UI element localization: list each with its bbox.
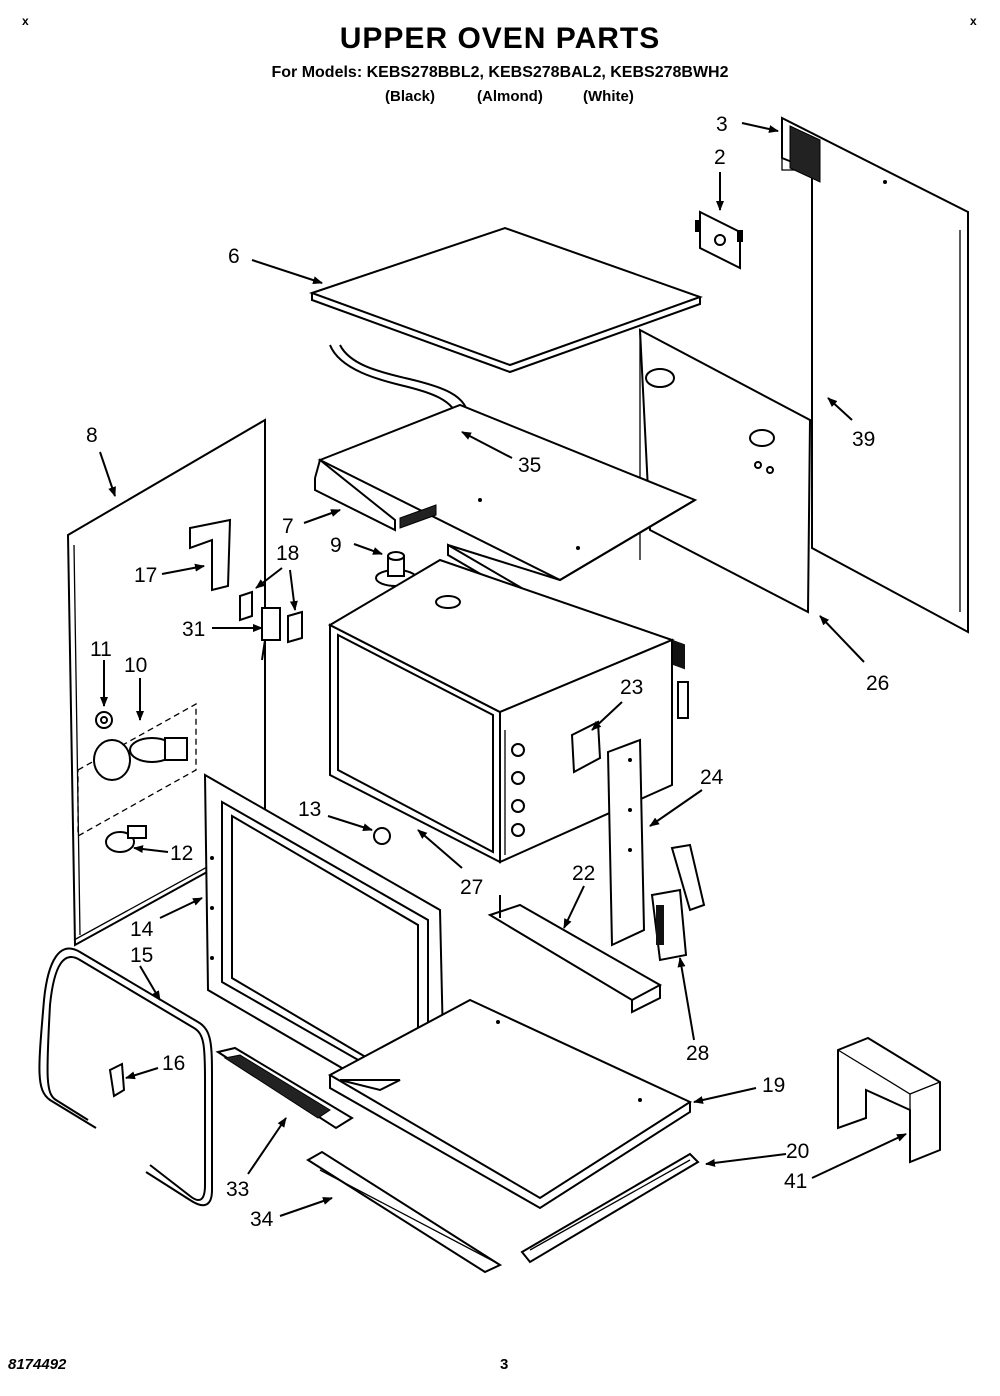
leader-18a [255,567,283,589]
vent-trim [215,1046,354,1130]
part-label-28: 28 [686,1042,709,1065]
bottom-rail [487,895,663,1014]
leader-23 [591,701,623,731]
page-number: 3 [500,1356,509,1373]
part-label-26: 26 [866,672,889,695]
part-label-41: 41 [784,1170,807,1193]
leader-22 [563,885,585,929]
part-label-6: 6 [228,245,240,268]
variant-white: (White) [583,88,634,105]
leader-15 [139,965,161,1001]
knob [373,827,391,845]
rear-panel [781,116,969,634]
part-label-19: 19 [762,1074,785,1097]
variant-almond: (Almond) [477,88,543,105]
part-label-20: 20 [786,1140,809,1163]
part-label-2: 2 [714,146,726,169]
part-label-27: 27 [460,876,483,899]
leader-16 [125,1067,159,1080]
door-gasket [38,947,213,1207]
leader-27 [417,829,463,869]
models-line: For Models: KEBS278BBL2, KEBS278BAL2, KE… [271,64,729,81]
insulation-plate [314,403,698,602]
leader-24 [649,789,703,827]
leader-18b [289,569,298,611]
part-label-8: 8 [86,424,98,447]
gasket-clip [108,1062,126,1098]
part-label-34: 34 [250,1208,274,1231]
part-label-12: 12 [170,842,193,865]
rear-bracket-41 [837,1036,941,1164]
leader-8 [99,451,116,497]
part-label-10: 10 [124,654,147,677]
corner-mark-top-left: x [22,14,29,28]
part-label-18: 18 [276,542,299,565]
page-title: UPPER OVEN PARTS [339,22,661,55]
leader-20 [705,1153,787,1167]
leader-34 [279,1197,333,1217]
leader-35 [461,431,513,459]
part-label-24: 24 [700,766,724,789]
leader-9 [353,543,383,555]
part-label-22: 22 [572,862,595,885]
hinge-channel [606,738,646,947]
top-cover [308,226,703,374]
variant-black: (Black) [385,88,436,105]
oven-bottom [327,998,693,1210]
leader-14 [159,897,203,919]
bracket [695,210,743,270]
front-rail-left [306,1150,503,1274]
leader-33 [247,1117,287,1175]
part-label-15: 15 [130,944,153,967]
small-bracket-23 [570,720,602,774]
lamp-assembly [77,702,197,853]
part-label-3: 3 [716,113,728,136]
door-hinge [650,843,706,962]
leader-19 [693,1087,757,1104]
leader-12 [133,845,169,854]
leader-17 [161,563,205,575]
leader-3 [741,122,779,133]
document-number: 8174492 [8,1356,67,1373]
part-label-35: 35 [518,454,541,477]
part-label-16: 16 [162,1052,185,1075]
part-label-39: 39 [852,428,875,451]
leader-26 [819,615,865,663]
leader-28 [677,957,695,1041]
part-label-11: 11 [90,638,112,661]
part-label-31: 31 [182,618,205,641]
part-label-13: 13 [298,798,321,821]
leader-13 [327,815,373,832]
leader-39 [827,397,853,421]
part-label-14: 14 [130,918,154,941]
leader-7 [303,509,341,524]
corner-mark-top-right: x [970,14,977,28]
part-label-9: 9 [330,534,342,557]
leader-41 [811,1133,907,1179]
front-rail-right [520,1152,700,1264]
part-label-23: 23 [620,676,643,699]
leader-6 [251,259,323,284]
switch-bracket [189,518,303,661]
part-label-7: 7 [282,515,294,538]
part-label-33: 33 [226,1178,249,1201]
part-label-17: 17 [134,564,157,587]
oven-cavity [327,558,689,864]
